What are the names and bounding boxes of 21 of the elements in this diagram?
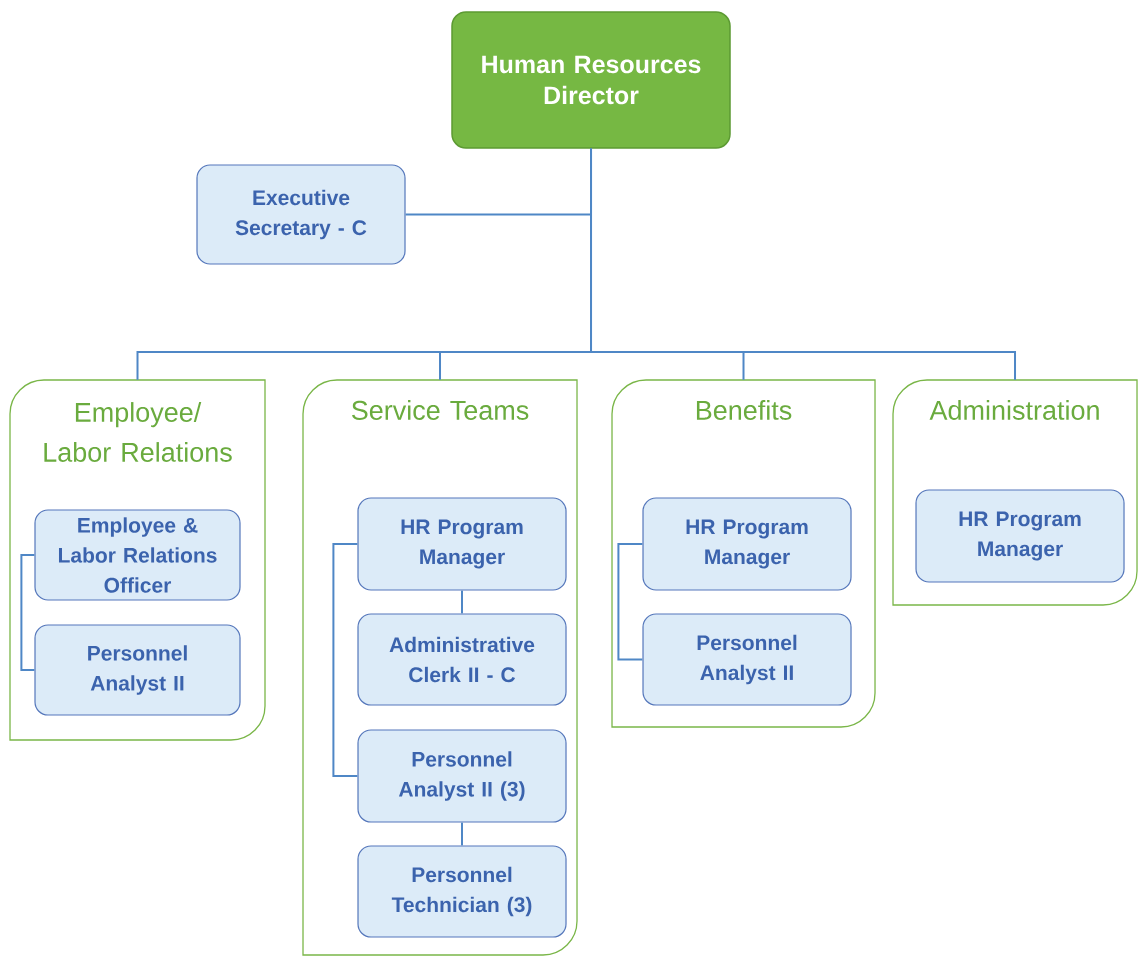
position-box: Employee & Labor Relations Officer	[34, 509, 241, 601]
department-heading: Employee/ Labor Relations	[44, 402, 232, 462]
position-box: HR Program Manager	[915, 489, 1125, 583]
department-heading: Benefits	[696, 400, 792, 420]
connector-line	[461, 589, 463, 615]
connector-line	[20, 554, 36, 671]
connector-line	[590, 147, 1016, 381]
position-box: Personnel Analyst II	[34, 624, 241, 716]
position-box: Personnel Analyst II	[642, 613, 852, 706]
position-box: Personnel Technician (3)	[357, 845, 567, 938]
position-box: Administrative Clerk II - C	[357, 613, 567, 706]
position-box: HR Program Manager	[357, 497, 567, 591]
position-box: HR Program Manager	[642, 497, 852, 591]
department-heading: Administration	[929, 400, 1099, 420]
connector-line	[461, 821, 463, 847]
position-box: Executive Secretary - C	[196, 164, 406, 265]
department-heading: Service Teams	[351, 400, 529, 420]
connector-line	[332, 543, 359, 777]
connector-line	[617, 543, 644, 661]
position-box: Personnel Analyst II (3)	[357, 729, 567, 823]
director-box: Human Resources Director	[451, 11, 731, 149]
